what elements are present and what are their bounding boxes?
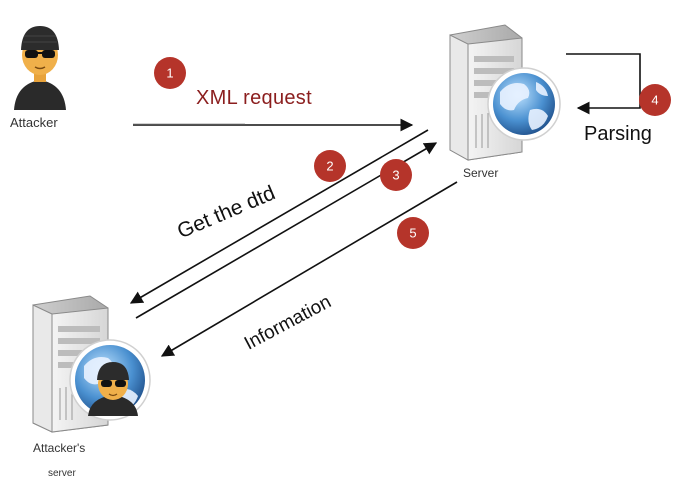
attackers-server-icon: [32, 295, 151, 433]
step-badge-3: 3: [380, 159, 412, 191]
server-label: Server: [463, 166, 499, 180]
attacker-icon: [14, 26, 66, 110]
xml-request-label: XML request: [196, 87, 312, 109]
step-number: 2: [326, 159, 333, 174]
step-number: 3: [392, 168, 399, 183]
step-number: 4: [651, 93, 658, 108]
step-badge-1: 1: [154, 57, 186, 89]
step-number: 1: [166, 66, 173, 81]
step-badge-4: 4: [639, 84, 671, 116]
parsing-label: Parsing: [584, 123, 652, 145]
attackers-server-label: Attacker's: [33, 441, 86, 455]
attackers-server-label-line2: server: [48, 468, 76, 479]
step-badge-5: 5: [397, 217, 429, 249]
information-arrow: [160, 181, 458, 357]
xml-request-arrow: [133, 118, 414, 132]
server-icon: [449, 24, 561, 161]
parsing-loop-arrow: [566, 53, 641, 115]
get-dtd-arrow: [129, 129, 429, 304]
step-number: 5: [409, 226, 416, 241]
attacker-label: Attacker: [10, 115, 58, 130]
step-badge-2: 2: [314, 150, 346, 182]
